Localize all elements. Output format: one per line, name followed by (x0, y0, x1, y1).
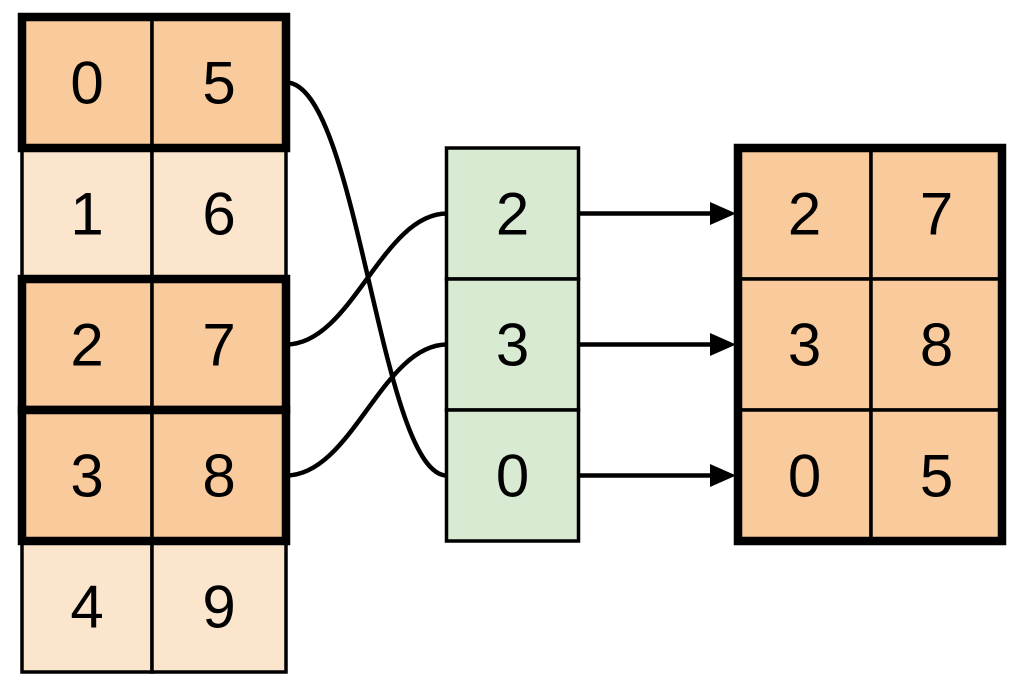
curve-source-row-2-to-index-cell-0 (285, 211, 448, 347)
result-cell-r2c1 (869, 408, 1004, 543)
source-value-r0c1: 5 (202, 50, 235, 117)
result-cell-r1c1 (869, 277, 1004, 412)
source-value-r4c0: 4 (70, 574, 103, 641)
arrowhead-result-row-1 (710, 333, 736, 356)
result-table-border (733, 143, 1007, 546)
result-value-r0c0: 2 (788, 181, 821, 248)
result-value-r1c1: 8 (920, 312, 953, 379)
source-value-r1c0: 1 (70, 181, 103, 248)
source-value-r4c1: 9 (202, 574, 235, 641)
connector-curves (285, 80, 448, 478)
index-value-0: 2 (496, 181, 529, 248)
source-value-r1c1: 6 (202, 181, 235, 248)
index-cell-2 (444, 408, 581, 543)
result-value-r0c1: 7 (920, 181, 953, 248)
result-value-r1c0: 3 (788, 312, 821, 379)
source-cell-r0c1 (150, 15, 288, 150)
index-cell-1 (444, 277, 581, 412)
connector-arrows (578, 202, 736, 487)
arrowhead-result-row-0 (710, 202, 736, 225)
result-value-r2c1: 5 (920, 443, 953, 510)
index-column: 2 3 0 (444, 146, 581, 543)
source-cell-r2c1 (150, 277, 288, 412)
index-value-2: 0 (496, 443, 529, 510)
result-value-r2c0: 0 (788, 443, 821, 510)
source-value-r2c1: 7 (202, 312, 235, 379)
source-value-r3c1: 8 (202, 443, 235, 510)
source-table: 0 5 1 6 2 7 3 8 4 9 (17, 12, 291, 674)
source-cell-r1c0 (20, 146, 154, 281)
source-value-r0c0: 0 (70, 50, 103, 117)
result-cell-r2c0 (736, 408, 873, 543)
source-cell-r1c1 (150, 146, 288, 281)
result-table: 2 7 3 8 0 5 (733, 143, 1007, 546)
curve-source-row-3-to-index-cell-1 (285, 342, 448, 478)
source-value-r2c0: 2 (70, 312, 103, 379)
arrowhead-result-row-2 (710, 464, 736, 487)
source-value-r3c0: 3 (70, 443, 103, 510)
index-value-1: 3 (496, 312, 529, 379)
result-cell-r0c1 (869, 146, 1004, 281)
source-cell-r4c1 (150, 539, 288, 674)
